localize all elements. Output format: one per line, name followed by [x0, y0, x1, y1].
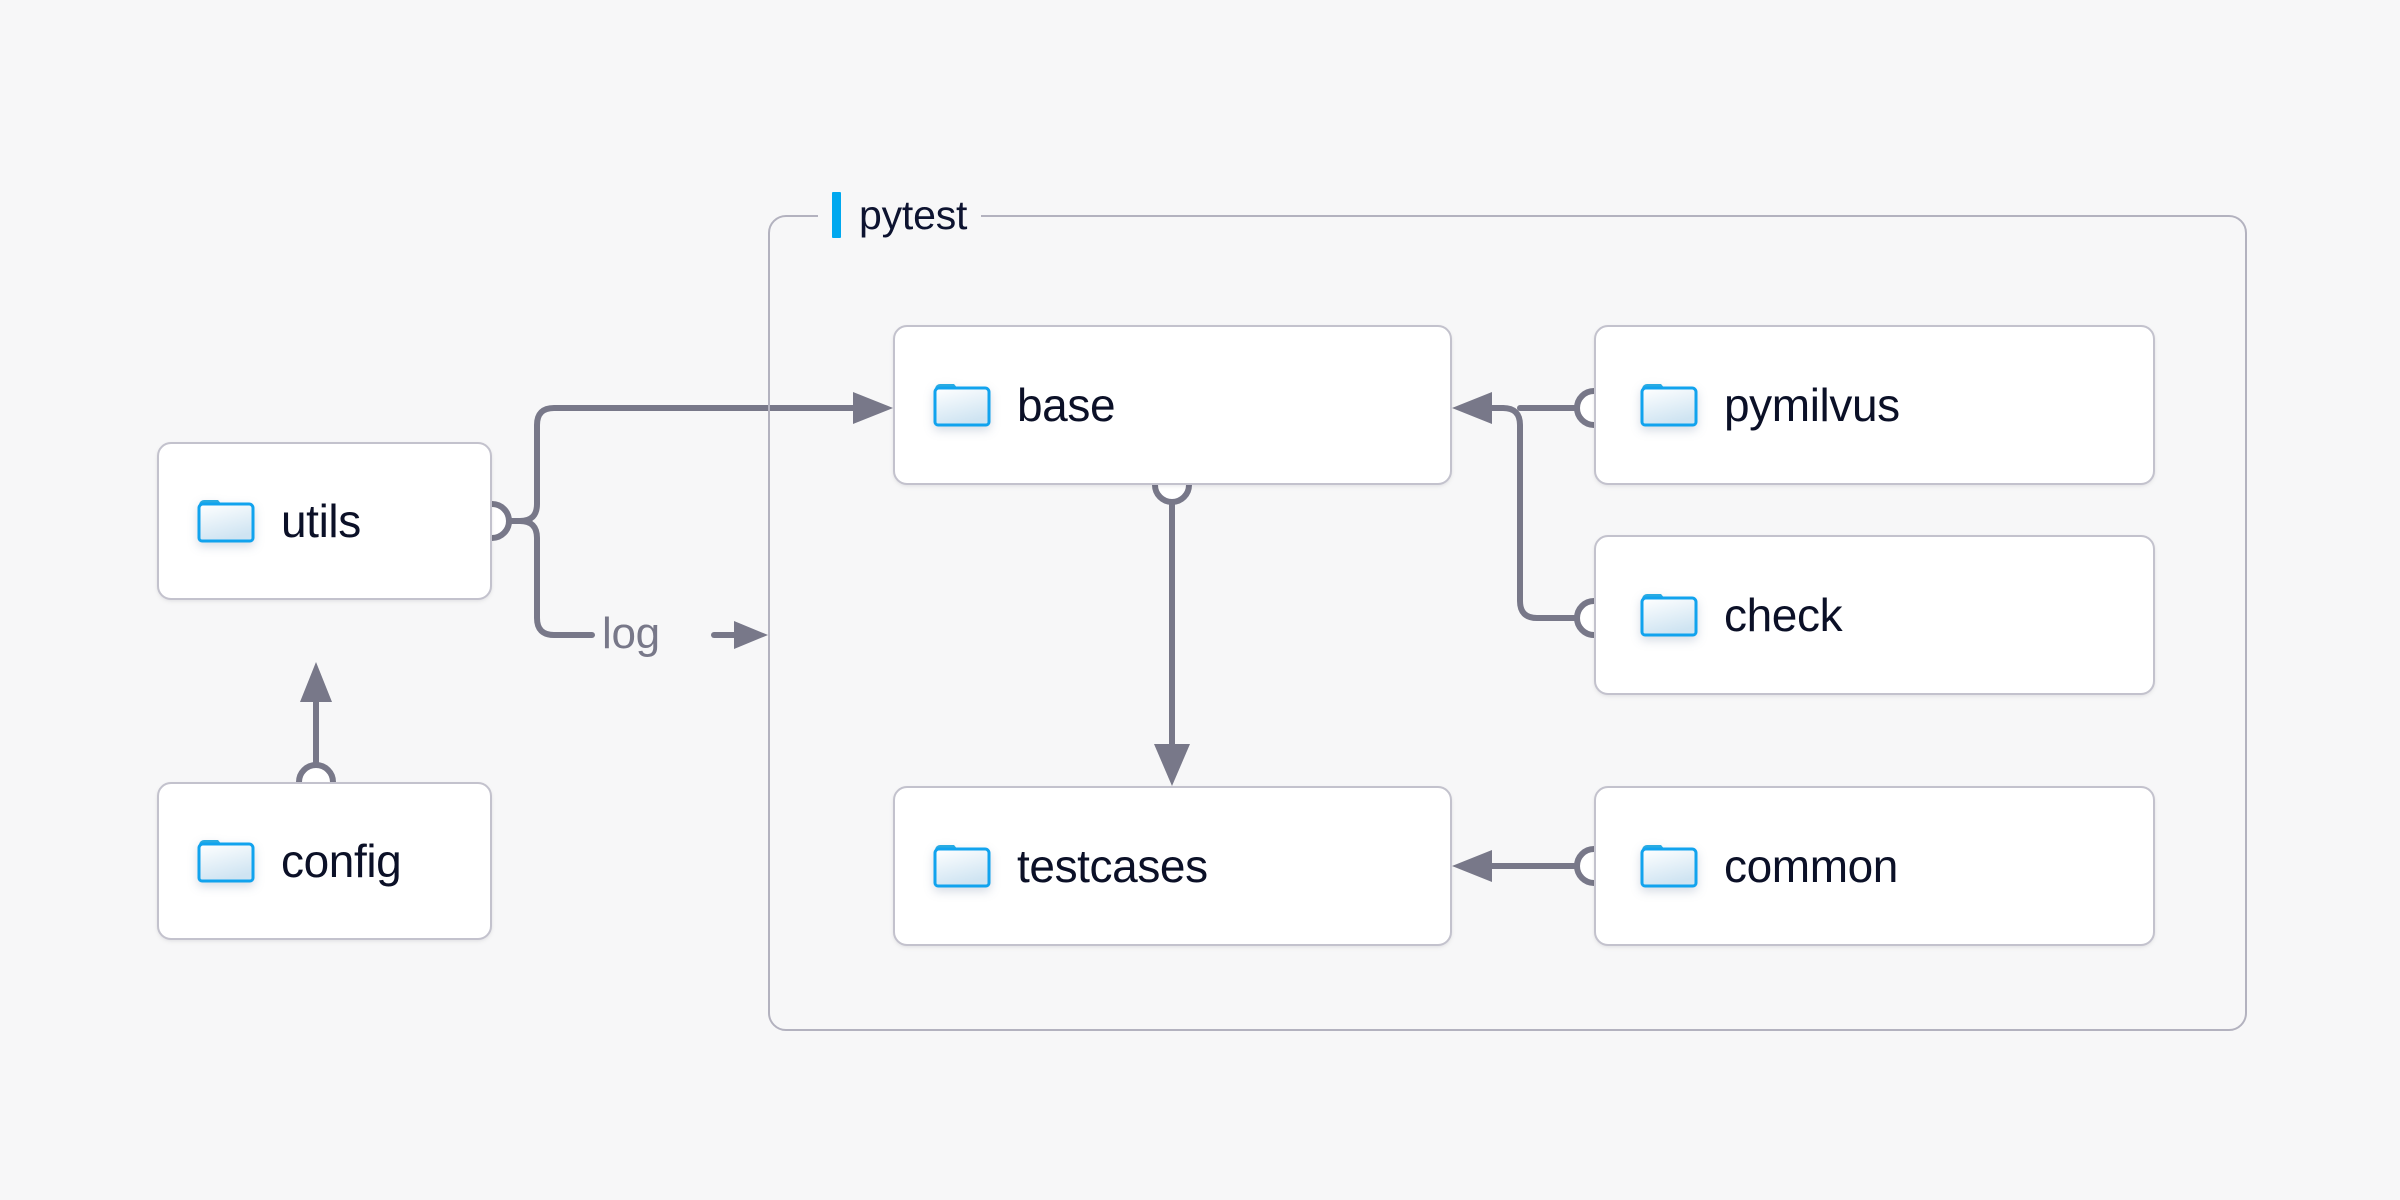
node-base[interactable]: base	[893, 325, 1452, 485]
folder-icon	[197, 498, 255, 544]
folder-icon	[1640, 592, 1698, 638]
node-utils-label: utils	[281, 495, 361, 547]
node-config[interactable]: config	[157, 782, 492, 940]
edge-log-arrow	[711, 621, 768, 649]
node-testcases[interactable]: testcases	[893, 786, 1452, 946]
folder-icon	[197, 838, 255, 884]
folder-icon	[933, 382, 991, 428]
node-pymilvus[interactable]: pymilvus	[1594, 325, 2155, 485]
pytest-group-label-text: pytest	[859, 191, 968, 238]
node-pymilvus-label: pymilvus	[1724, 379, 1900, 431]
accent-bar-icon	[832, 192, 841, 238]
node-check[interactable]: check	[1594, 535, 2155, 695]
pytest-group[interactable]	[768, 215, 2247, 1031]
folder-icon	[933, 843, 991, 889]
node-config-label: config	[281, 835, 402, 887]
folder-icon	[1640, 843, 1698, 889]
node-base-label: base	[1017, 379, 1116, 431]
edge-config-to-utils	[296, 662, 336, 802]
node-common[interactable]: common	[1594, 786, 2155, 946]
node-utils[interactable]: utils	[157, 442, 492, 600]
node-common-label: common	[1724, 840, 1898, 892]
node-testcases-label: testcases	[1017, 840, 1208, 892]
edge-label-log: log	[602, 609, 660, 658]
node-check-label: check	[1724, 589, 1843, 641]
edge-utils-to-pytest-log	[489, 518, 595, 638]
pytest-group-label: pytest	[818, 187, 982, 243]
folder-icon	[1640, 382, 1698, 428]
